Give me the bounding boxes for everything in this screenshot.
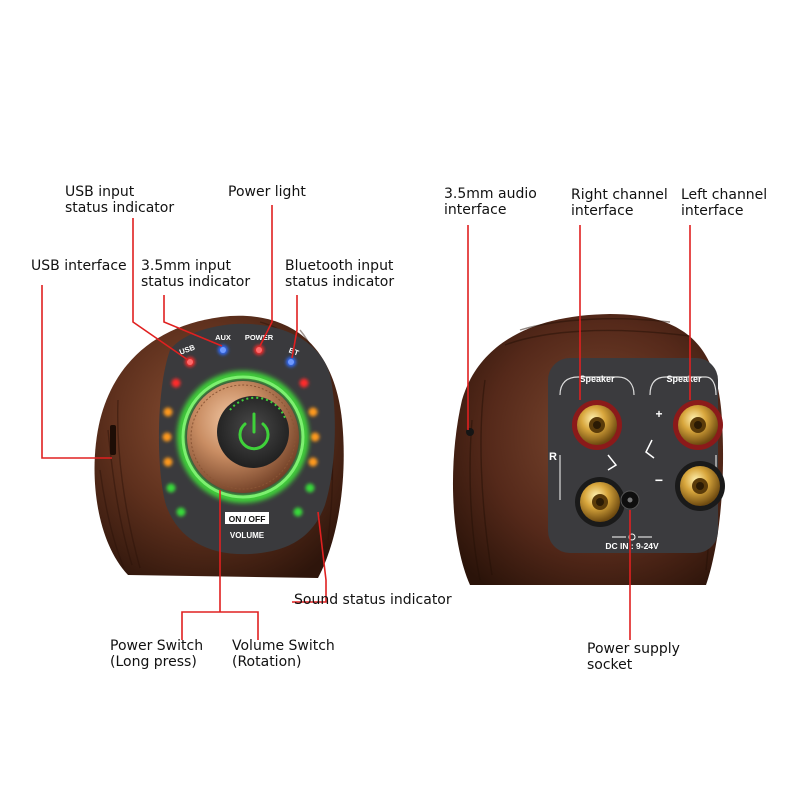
power-socket-line1: Power supply [587, 641, 680, 657]
power-switch-line1: Power Switch [110, 638, 204, 654]
usb-interface-callout: USB interface [31, 258, 127, 274]
aux-status-line1: 3.5mm input [141, 258, 232, 274]
power-light-line1: Power light [228, 184, 306, 200]
bt-status-callout: Bluetooth input status indicator [285, 258, 394, 290]
right-channel-line1: Right channel [571, 187, 668, 203]
on-off-badge [225, 512, 269, 524]
usb-interface-line1: USB interface [31, 258, 127, 274]
minus-label: − [655, 472, 663, 488]
bt-status-line1: Bluetooth input [285, 258, 394, 274]
polarity-icon [612, 533, 652, 541]
left-channel-callout: Left channel interface [681, 187, 767, 219]
usb-port-slot [110, 425, 116, 455]
direction-arrows [607, 439, 655, 471]
power-switch-line2: (Long press) [110, 654, 197, 670]
plus-label: + [655, 407, 662, 421]
power-light-callout: Power light [228, 184, 306, 200]
sound-status-line1: Sound status indicator [294, 592, 452, 608]
left-channel-line2: interface [681, 203, 744, 219]
volume-switch-line1: Volume Switch [232, 638, 335, 654]
speaker-right-label: Speaker [579, 374, 615, 384]
bt-status-line2: status indicator [285, 274, 395, 290]
callout-lines [41, 205, 691, 640]
volume-switch-line2: (Rotation) [232, 654, 302, 670]
power-panel-label: POWER [245, 333, 274, 342]
aux-panel-label: AUX [215, 333, 231, 342]
usb-status-line1: USB input [65, 184, 135, 200]
power-icon [238, 412, 270, 451]
speaker-left-label: Speaker [666, 374, 702, 384]
r-label: R [549, 451, 557, 463]
right-channel-callout: Right channel interface [571, 187, 668, 219]
volume-switch-callout: Volume Switch (Rotation) [232, 638, 335, 670]
audio-35-line1: 3.5mm audio [444, 186, 537, 202]
aux-status-line2: status indicator [141, 274, 251, 290]
bt-panel-label: BT [288, 346, 301, 358]
right-channel-terminals[interactable] [572, 400, 625, 527]
input-leds [185, 345, 296, 367]
left-channel-line1: Left channel [681, 187, 768, 203]
front-device: USB AUX POWER BT [94, 315, 344, 578]
volume-label: VOLUME [230, 531, 265, 540]
usb-status-line2: status indicator [65, 200, 175, 216]
power-socket-callout: Power supply socket [587, 641, 680, 673]
audio-35-callout: 3.5mm audio interface [444, 186, 537, 218]
on-off-label: ON / OFF [229, 514, 266, 524]
audio-35-line2: interface [444, 202, 507, 218]
green-ring-glow [177, 371, 309, 503]
right-channel-line2: interface [571, 203, 634, 219]
left-channel-terminals[interactable] [673, 400, 725, 511]
aux-status-callout: 3.5mm input status indicator [141, 258, 250, 290]
power-switch-callout: Power Switch (Long press) [110, 638, 203, 670]
sound-status-leds [162, 378, 320, 517]
power-socket-line2: socket [587, 657, 633, 673]
green-ring [181, 375, 305, 499]
usb-status-callout: USB input status indicator [65, 184, 174, 216]
sound-status-callout: Sound status indicator [294, 592, 452, 608]
dc-in-label: DC IN : 9-24V [605, 541, 659, 551]
back-device: Speaker Speaker R + − [452, 314, 725, 585]
